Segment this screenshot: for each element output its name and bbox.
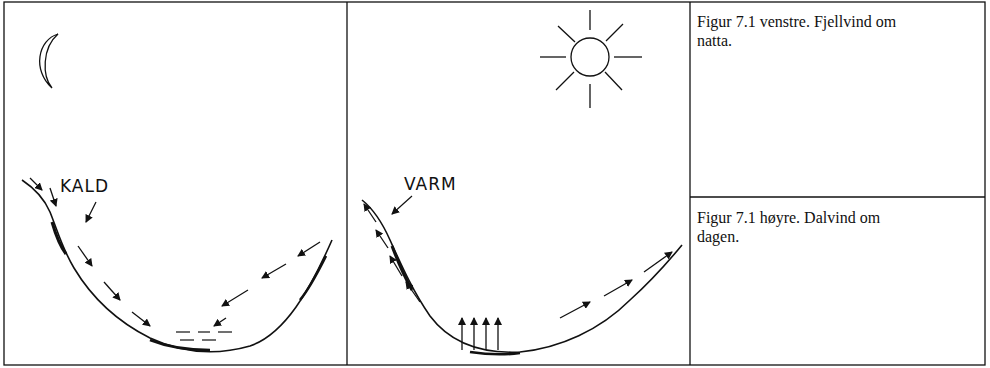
leader-line: [392, 196, 412, 214]
cold-air-arrows: [30, 178, 320, 326]
valley-right: [362, 200, 682, 354]
leader-line: [86, 202, 96, 222]
valley-left: [22, 180, 332, 352]
cold-pool: [176, 332, 232, 340]
air-label: VARM: [404, 174, 457, 194]
air-label: KALD: [60, 176, 109, 196]
figure-caption: Figur 7.1 venstre. Fjellvind om natta.: [697, 12, 907, 50]
figure-caption: Figur 7.1 høyre. Dalvind om dagen.: [697, 208, 907, 246]
warm-air-arrows: [364, 204, 672, 350]
moon: [40, 34, 58, 88]
sun: [540, 10, 642, 108]
